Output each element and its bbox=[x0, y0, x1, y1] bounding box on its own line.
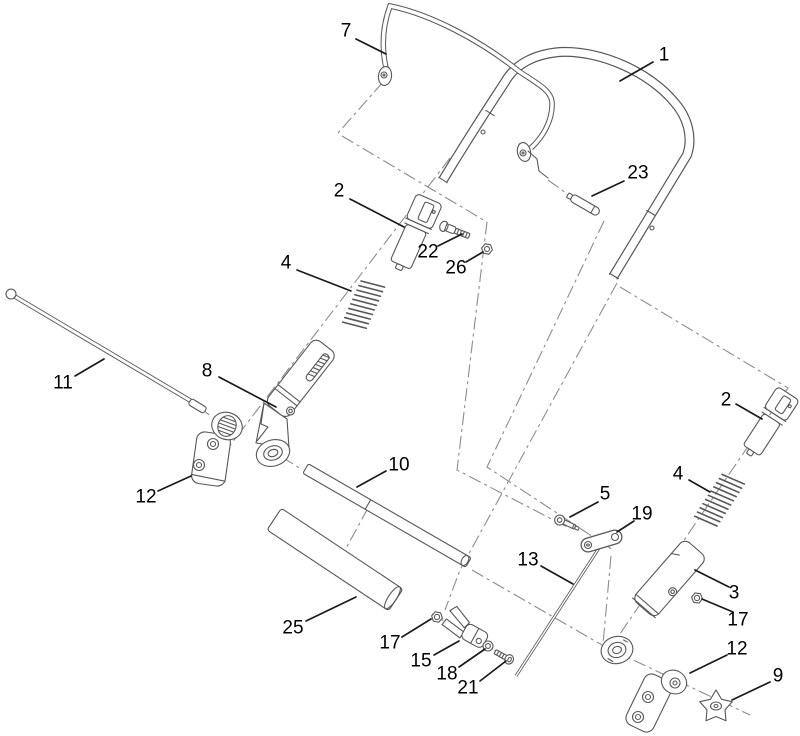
part-19-link bbox=[580, 529, 623, 553]
callout-10-10[interactable]: 10 bbox=[388, 455, 409, 476]
callout-2-20[interactable]: 2 bbox=[721, 390, 732, 411]
leader-line-2-20 bbox=[735, 403, 763, 420]
callout-25-11[interactable]: 25 bbox=[282, 618, 303, 639]
part-15-clevis bbox=[441, 605, 489, 648]
part-12-bracket-left bbox=[191, 431, 231, 487]
leader-lines bbox=[74, 38, 771, 701]
part-17-nut-right bbox=[691, 592, 703, 604]
callout-22-4[interactable]: 22 bbox=[417, 242, 438, 263]
callout-8-8[interactable]: 8 bbox=[202, 361, 213, 382]
leader-line-8-8 bbox=[218, 376, 277, 408]
leader-line-17-22 bbox=[701, 598, 734, 613]
leader-line-26-5 bbox=[465, 251, 484, 263]
callout-17-22[interactable]: 17 bbox=[727, 610, 748, 631]
leader-line-4-19 bbox=[688, 479, 711, 493]
leader-line-5-16 bbox=[569, 501, 599, 518]
part-11-rod bbox=[5, 288, 207, 414]
leader-line-18-14 bbox=[458, 648, 486, 668]
part-8-lever bbox=[255, 339, 335, 467]
part-2-trunnion-right bbox=[743, 387, 799, 457]
part-23-pin bbox=[566, 192, 600, 216]
leader-line-11-7 bbox=[74, 358, 105, 377]
alignment-line-a bbox=[486, 179, 614, 645]
leader-line-23-2 bbox=[591, 180, 625, 197]
axis-right-assembly bbox=[610, 286, 789, 716]
leader-line-4-6 bbox=[296, 269, 352, 292]
part-3-lever bbox=[600, 540, 705, 665]
part-25-grip-tube bbox=[267, 508, 403, 611]
callout-23-2[interactable]: 23 bbox=[627, 163, 648, 184]
lever-pivot-eye-left bbox=[255, 439, 291, 467]
leader-line-15-13 bbox=[433, 640, 460, 656]
part-12-bracket-right bbox=[625, 669, 688, 733]
axis-tube10-to-tube25 bbox=[343, 507, 369, 553]
leader-line-2-3 bbox=[349, 198, 405, 228]
part-5-pin bbox=[554, 514, 580, 531]
part-4-spring-right bbox=[693, 473, 746, 527]
part-10-tube bbox=[303, 463, 471, 568]
leader-line-1-1 bbox=[619, 61, 654, 82]
alignment-line-b bbox=[431, 282, 618, 660]
handle-hole-right bbox=[649, 225, 655, 231]
part-4-spring-left bbox=[341, 280, 386, 330]
callout-4-6[interactable]: 4 bbox=[281, 253, 292, 274]
rod-end-bearing bbox=[211, 411, 243, 441]
leader-line-22-4 bbox=[437, 233, 463, 247]
part-1-upper-handle bbox=[438, 46, 695, 280]
leader-line-10-10 bbox=[356, 470, 387, 488]
part-13-rod bbox=[514, 547, 601, 677]
part-2-trunnion-left bbox=[390, 194, 442, 271]
callout-4-19[interactable]: 4 bbox=[673, 464, 684, 485]
callout-2-3[interactable]: 2 bbox=[334, 181, 345, 202]
callout-21-15[interactable]: 21 bbox=[457, 678, 478, 699]
leader-line-12-23 bbox=[689, 654, 728, 674]
leader-line-3-21 bbox=[694, 569, 730, 588]
handle-hole-left bbox=[480, 129, 486, 135]
leader-line-17-12 bbox=[401, 618, 432, 638]
alignment-box-left bbox=[337, 81, 568, 528]
callout-12-23[interactable]: 12 bbox=[726, 639, 747, 660]
leader-line-19-17 bbox=[616, 520, 635, 533]
leader-line-21-15 bbox=[479, 660, 507, 682]
part-17-nut-left bbox=[431, 611, 443, 623]
part-7-control-bail bbox=[377, 2, 555, 179]
callout-11-7[interactable]: 11 bbox=[53, 373, 73, 394]
callout-7-0[interactable]: 7 bbox=[341, 21, 352, 42]
callout-19-17[interactable]: 19 bbox=[631, 504, 652, 525]
callout-12-9[interactable]: 12 bbox=[135, 487, 156, 508]
leader-line-13-18 bbox=[540, 565, 574, 585]
rod-head bbox=[5, 288, 17, 300]
leader-line-25-11 bbox=[305, 596, 357, 622]
callout-17-12[interactable]: 17 bbox=[379, 633, 400, 654]
callout-1-1[interactable]: 1 bbox=[659, 45, 670, 66]
callout-18-14[interactable]: 18 bbox=[436, 664, 457, 685]
leader-line-9-24 bbox=[731, 681, 771, 701]
bail-mount-plate bbox=[527, 150, 549, 179]
part-21-bolt bbox=[493, 649, 515, 665]
callout-15-13[interactable]: 15 bbox=[410, 651, 431, 672]
leader-line-12-9 bbox=[157, 475, 192, 492]
lever-pivot-eye-right bbox=[600, 635, 634, 665]
leader-line-7-0 bbox=[355, 38, 387, 55]
callout-3-21[interactable]: 3 bbox=[729, 583, 740, 604]
part-9-star-knob bbox=[699, 689, 733, 722]
axis-tube10-to-pivot bbox=[471, 569, 603, 646]
callout-13-18[interactable]: 13 bbox=[517, 550, 538, 571]
callout-26-5[interactable]: 26 bbox=[445, 258, 466, 279]
callout-9-24[interactable]: 9 bbox=[773, 666, 784, 687]
callout-5-16[interactable]: 5 bbox=[600, 484, 611, 505]
part-26-nut bbox=[481, 243, 493, 255]
